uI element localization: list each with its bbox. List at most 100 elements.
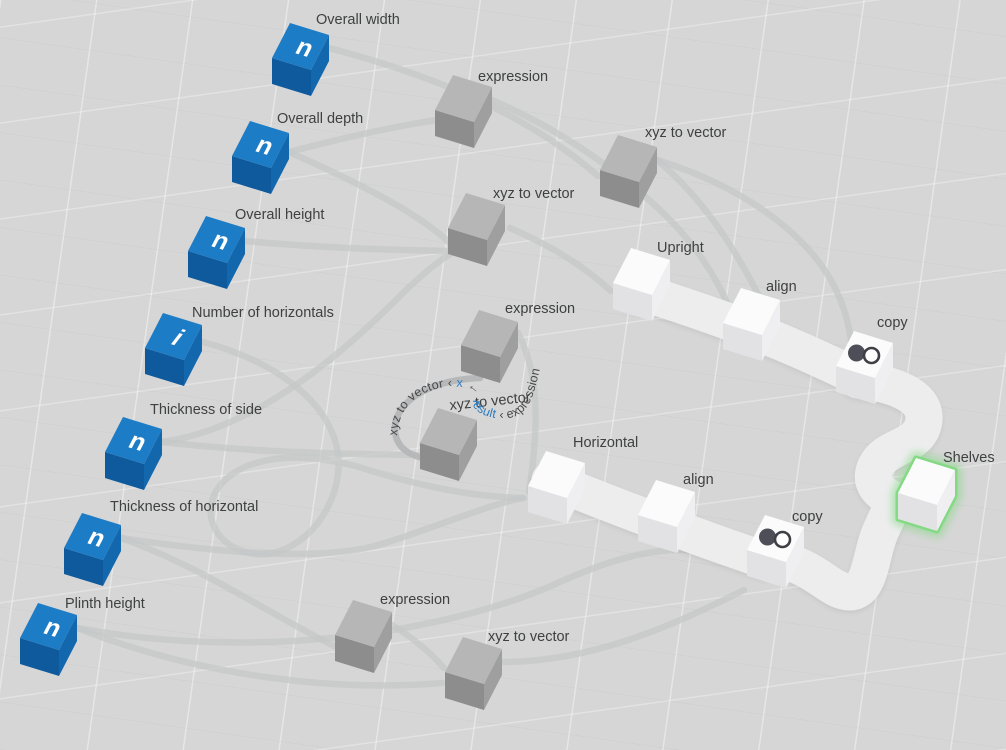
- node-label-plinth-height: Plinth height: [65, 596, 145, 612]
- cube-right-face: [677, 492, 695, 553]
- cube-right-face: [937, 470, 955, 531]
- cube-top-face: [445, 637, 502, 684]
- toggle-on-dot: [848, 344, 865, 362]
- node-align-1[interactable]: [723, 288, 780, 361]
- cube-left-face: [600, 170, 639, 208]
- cube-top-face: [64, 513, 121, 560]
- cube-right-face: [567, 463, 585, 524]
- geometry-ribbon[interactable]: [769, 482, 916, 611]
- cube-top-face: [420, 408, 477, 455]
- node-label-thickness-of-horizontal: Thickness of horizontal: [110, 499, 258, 515]
- toggle-icon[interactable]: [759, 528, 792, 549]
- wire[interactable]: [73, 624, 446, 689]
- wire[interactable]: [241, 237, 453, 255]
- cube-right-face: [762, 300, 780, 361]
- cube-left-face: [723, 323, 762, 361]
- toggle-off-dot: [862, 346, 881, 365]
- node-label-xyz-to-vector-4: xyz to vector: [488, 629, 570, 645]
- node-label-copy-1: copy: [877, 315, 908, 331]
- cube-right-face: [484, 649, 502, 710]
- cube-top-face: [20, 603, 77, 650]
- node-thickness-of-horizontal[interactable]: n: [64, 513, 121, 586]
- cube-top-face: [145, 313, 202, 360]
- node-overall-height[interactable]: n: [188, 216, 245, 289]
- node-xyz-to-vector-3[interactable]: [420, 408, 477, 481]
- node-copy-1[interactable]: [836, 331, 893, 404]
- cube-right-face: [786, 527, 804, 588]
- cube-right-face: [875, 343, 893, 404]
- node-xyz-to-vector-2[interactable]: [448, 193, 505, 266]
- node-expression-1[interactable]: [435, 75, 492, 148]
- node-label-overall-width: Overall width: [316, 12, 400, 28]
- node-label-copy-2: copy: [792, 509, 823, 525]
- cube-right-face: [227, 228, 245, 289]
- cube-right-face: [652, 260, 670, 321]
- cube-top-face: [105, 417, 162, 464]
- cube-right-face: [271, 133, 289, 194]
- wire[interactable]: [506, 224, 615, 295]
- node-align-2[interactable]: [638, 480, 695, 553]
- wire[interactable]: [117, 494, 526, 558]
- cube-right-face: [487, 205, 505, 266]
- node-label-upright: Upright: [657, 240, 704, 256]
- cube-right-face: [474, 87, 492, 148]
- wire[interactable]: [514, 329, 539, 496]
- cube-right-face: [500, 322, 518, 383]
- cube-left-face: [105, 452, 144, 490]
- node-horizontal[interactable]: [528, 451, 585, 524]
- node-label-align-2: align: [683, 472, 714, 488]
- node-upright[interactable]: [613, 248, 670, 321]
- node-thickness-of-side[interactable]: n: [105, 417, 162, 490]
- node-label-overall-depth: Overall depth: [277, 111, 363, 127]
- cube-top-face: [600, 135, 657, 182]
- cube-left-face: [420, 443, 459, 481]
- toggle-off-dot: [773, 530, 792, 549]
- toggle-icon[interactable]: [848, 344, 881, 365]
- node-xyz-to-vector-4[interactable]: [445, 637, 502, 710]
- wire[interactable]: [285, 116, 441, 156]
- node-label-xyz-to-vector-1: xyz to vector: [645, 125, 727, 141]
- cube-right-face: [144, 429, 162, 490]
- cube-top-face: [335, 600, 392, 647]
- node-plinth-height[interactable]: n: [20, 603, 77, 676]
- cube-left-face: [445, 672, 484, 710]
- node-overall-depth[interactable]: n: [232, 121, 289, 194]
- cube-left-face: [435, 110, 474, 148]
- node-expression-3[interactable]: [335, 600, 392, 673]
- cube-top-face: [272, 23, 329, 70]
- wire[interactable]: [117, 534, 338, 650]
- wire[interactable]: [199, 338, 528, 558]
- wire-highlighted[interactable]: [391, 374, 484, 461]
- node-label-number-of-horizontals: Number of horizontals: [192, 305, 334, 321]
- wire[interactable]: [158, 438, 421, 459]
- node-label-expression-1: expression: [478, 69, 548, 85]
- wire[interactable]: [653, 156, 856, 352]
- cube-top-face: [448, 193, 505, 240]
- node-overall-width[interactable]: n: [272, 23, 329, 96]
- cube-left-face: [836, 366, 875, 404]
- cube-top-face: [232, 121, 289, 168]
- cube-left-face: [188, 251, 227, 289]
- cube-top-face: [188, 216, 245, 263]
- node-shelves[interactable]: [891, 451, 962, 538]
- cube-top-face: [528, 451, 585, 498]
- wire[interactable]: [498, 586, 748, 666]
- node-label-xyz-to-vector-2: xyz to vector: [493, 186, 575, 202]
- node-xyz-to-vector-1[interactable]: [600, 135, 657, 208]
- wire[interactable]: [388, 621, 448, 672]
- cube-left-face: [145, 348, 184, 386]
- cube-top-face: [723, 288, 780, 335]
- node-copy-2[interactable]: [747, 515, 804, 588]
- wire[interactable]: [285, 148, 455, 248]
- node-expression-2[interactable]: [461, 310, 518, 383]
- wire[interactable]: [158, 248, 457, 446]
- node-label-shelves: Shelves: [943, 450, 995, 466]
- geometry-ribbon[interactable]: [839, 361, 943, 520]
- node-number-of-horizontals[interactable]: i: [145, 313, 202, 386]
- cube-left-face: [64, 548, 103, 586]
- cube-right-face: [639, 147, 657, 208]
